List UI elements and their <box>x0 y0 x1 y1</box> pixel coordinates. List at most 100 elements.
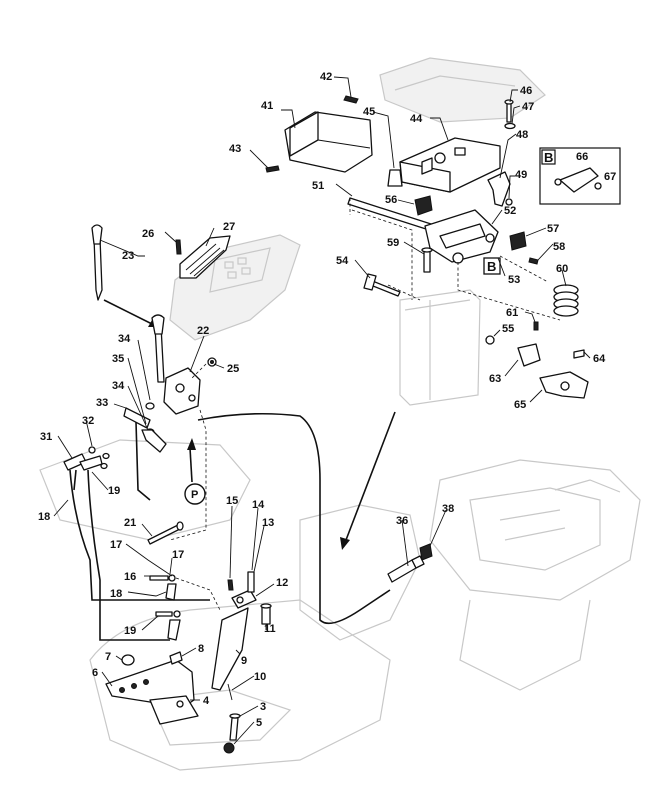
plate-65 <box>539 371 589 399</box>
label-21: 21 <box>124 517 136 529</box>
label-58: 58 <box>553 241 565 253</box>
label-32: 32 <box>82 415 94 427</box>
label-25: 25 <box>227 363 239 375</box>
port-p-label: P <box>191 489 198 501</box>
spring-60 <box>553 284 579 317</box>
shaft-assembly-52-53 <box>424 209 499 264</box>
label-46: 46 <box>520 85 532 97</box>
part-labels: 42 41 43 44 45 46 47 48 49 51 56 52 59 5… <box>38 71 616 729</box>
label-19a: 19 <box>108 485 120 497</box>
screw-42 <box>343 95 359 104</box>
bushing-7 <box>121 654 135 666</box>
label-26: 26 <box>142 228 154 240</box>
fittings-31-32 <box>63 446 110 471</box>
label-56: 56 <box>385 194 397 206</box>
label-49: 49 <box>515 169 527 181</box>
bracket-48 <box>487 171 511 207</box>
bolt-3-nut-5 <box>223 713 241 754</box>
bolt-59 <box>421 247 433 273</box>
port-p-marker <box>169 409 207 541</box>
label-34a: 34 <box>118 333 131 345</box>
detail-b-marker-inset: B <box>544 150 553 165</box>
label-41: 41 <box>261 100 273 112</box>
label-22: 22 <box>197 325 209 337</box>
bolt-46 <box>504 99 514 123</box>
label-31: 31 <box>40 431 52 443</box>
label-55: 55 <box>502 323 514 335</box>
label-45: 45 <box>363 106 375 118</box>
hoses-18-19 <box>69 469 210 641</box>
cover-41 <box>284 111 373 173</box>
label-33: 33 <box>96 397 108 409</box>
pin-10 <box>227 683 233 701</box>
label-15: 15 <box>226 495 238 507</box>
label-43: 43 <box>229 143 241 155</box>
label-66: 66 <box>576 151 588 163</box>
label-17b: 17 <box>172 549 184 561</box>
clip-57 <box>509 231 527 251</box>
label-12: 12 <box>276 577 288 589</box>
screw-64 <box>573 349 585 359</box>
label-7: 7 <box>105 651 111 663</box>
rod-9 <box>175 577 257 691</box>
nut-49 <box>505 198 513 206</box>
label-18a: 18 <box>38 511 50 523</box>
label-10: 10 <box>254 671 266 683</box>
knob-45 <box>387 169 403 187</box>
label-61: 61 <box>506 307 518 319</box>
label-34b: 34 <box>112 380 125 392</box>
label-53: 53 <box>508 274 520 286</box>
dashes-top <box>349 198 561 321</box>
screw-26 <box>175 239 182 255</box>
screw-61 <box>533 321 539 331</box>
detail-b-marker-main: B <box>487 259 496 274</box>
ghost-seat <box>379 57 546 123</box>
label-16: 16 <box>124 571 136 583</box>
label-36: 36 <box>396 515 408 527</box>
washer-47 <box>504 122 516 130</box>
label-9: 9 <box>241 655 247 667</box>
ghost-column <box>399 289 481 406</box>
label-67: 67 <box>604 171 616 183</box>
label-5: 5 <box>256 717 262 729</box>
label-47: 47 <box>522 101 534 113</box>
bracket-63 <box>517 343 541 367</box>
label-35: 35 <box>112 353 124 365</box>
pin-58 <box>528 257 539 265</box>
pin-8 <box>169 651 183 665</box>
label-18b: 18 <box>110 588 122 600</box>
label-65: 65 <box>514 399 526 411</box>
pins-13-15 <box>227 571 255 593</box>
label-57: 57 <box>547 223 559 235</box>
arrow-column-to-frame <box>340 411 396 550</box>
label-19b: 19 <box>124 625 136 637</box>
label-44: 44 <box>410 113 423 125</box>
label-48: 48 <box>516 129 528 141</box>
detail-b-inset <box>539 147 621 205</box>
ghost-console <box>169 234 301 341</box>
ghost-floor <box>39 439 421 771</box>
label-13: 13 <box>262 517 274 529</box>
label-54: 54 <box>336 255 349 267</box>
label-4: 4 <box>203 695 210 707</box>
label-60: 60 <box>556 263 568 275</box>
label-23: 23 <box>122 250 134 262</box>
pedal-arm-4-6 <box>105 659 199 725</box>
ghost-frame-right <box>429 459 641 691</box>
label-14: 14 <box>252 499 265 511</box>
label-11: 11 <box>264 623 276 635</box>
clip-56 <box>414 195 433 216</box>
bolt-54 <box>363 273 401 297</box>
connector-38 <box>419 543 433 561</box>
dash-25 <box>191 363 207 379</box>
label-38: 38 <box>442 503 454 515</box>
label-51: 51 <box>312 180 324 192</box>
valve-block-44 <box>399 137 501 193</box>
detail-b-callout <box>483 257 501 275</box>
bolt-21 <box>147 521 184 545</box>
screw-11-12 <box>260 603 272 625</box>
fittings-33-35 <box>123 402 167 501</box>
label-52: 52 <box>504 205 516 217</box>
pad-27 <box>179 235 231 279</box>
